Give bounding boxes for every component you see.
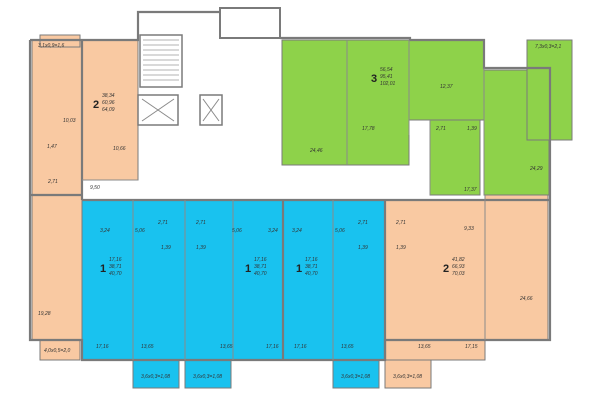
room-label: 3,6x0,3=1,08: [193, 374, 222, 380]
unit-area: 102,01: [380, 81, 396, 87]
room-label: 13,65: [418, 344, 431, 350]
room-label: 1,39: [196, 245, 206, 251]
blue-balcony: [132, 359, 180, 389]
green-room: [281, 39, 348, 166]
room-label: 4,0x0,5=2,0: [44, 348, 70, 354]
room-label: 1,39: [161, 245, 171, 251]
room-labels: 3,1x0,9=1,6 10,03 10,66 1,47 2,71 9,50 1…: [38, 43, 561, 380]
room-label: 1,39: [467, 126, 477, 132]
room-label: 10,03: [63, 118, 76, 124]
green-unit: [281, 39, 573, 196]
room-label: 17,37: [464, 187, 477, 193]
room-label: 2,71: [395, 220, 406, 226]
room-label: 13,65: [220, 344, 233, 350]
room-label: 1,39: [396, 245, 406, 251]
unit-label-blue-c: 1 17,16 38,71 40,70: [296, 257, 318, 277]
unit-rooms: 2: [443, 263, 449, 275]
room-label: 3,1x0,9=1,6: [38, 43, 64, 49]
unit-area: 40,70: [305, 271, 318, 277]
room-label: 2,71: [195, 220, 206, 226]
room-label: 24,29: [529, 166, 543, 172]
unit-rooms: 2: [93, 99, 99, 111]
room-label: 24,66: [519, 296, 533, 302]
room-label: 9,33: [464, 226, 474, 232]
peach-unit-right: [384, 194, 549, 389]
unit-area: 56,54: [380, 67, 393, 73]
peach-room: [31, 39, 83, 196]
blue-balcony: [332, 359, 380, 389]
unit-area: 41,82: [452, 257, 465, 263]
green-room: [408, 39, 485, 121]
room-label: 19,28: [38, 311, 51, 317]
room-label: 3,24: [100, 228, 110, 234]
unit-label-blue-a: 1 17,16 38,71 40,70: [100, 257, 122, 277]
unit-label-green: 3 56,54 95,41 102,01: [371, 67, 396, 87]
room-label: 2,71: [157, 220, 168, 226]
unit-area: 40,70: [254, 271, 267, 277]
unit-label-peach-left: 2 38,34 60,96 64,09: [93, 93, 115, 113]
unit-area: 38,71: [109, 264, 122, 270]
room-label: 9,50: [90, 185, 100, 191]
green-room: [346, 39, 410, 166]
unit-area: 17,16: [109, 257, 122, 263]
room-label: 1,47: [47, 144, 57, 150]
unit-rooms: 1: [296, 263, 302, 275]
green-room: [429, 119, 481, 196]
unit-rooms: 3: [371, 73, 377, 85]
room-label: 17,15: [465, 344, 478, 350]
room-label: 5,06: [335, 228, 345, 234]
unit-rooms: 1: [100, 263, 106, 275]
unit-area: 60,96: [102, 100, 115, 106]
room-label: 2,71: [357, 220, 368, 226]
peach-room: [384, 199, 486, 361]
unit-label-blue-b: 1 17,16 38,71 40,70: [245, 257, 267, 277]
room-label: 5,06: [135, 228, 145, 234]
unit-area: 66,93: [452, 264, 465, 270]
room-label: 3,6x0,3=1,08: [341, 374, 370, 380]
room-label: 17,16: [96, 344, 109, 350]
unit-area: 38,71: [305, 264, 318, 270]
unit-area: 17,16: [254, 257, 267, 263]
room-label: 10,66: [113, 146, 126, 152]
room-label: 17,16: [266, 344, 279, 350]
room-label: 1,39: [358, 245, 368, 251]
peach-room: [484, 194, 549, 341]
room-label: 3,6x0,3=1,08: [141, 374, 170, 380]
room-label: 5,06: [232, 228, 242, 234]
room-label: 3,24: [292, 228, 302, 234]
peach-balcony: [384, 359, 432, 389]
unit-area: 64,09: [102, 107, 115, 113]
room-label: 17,78: [362, 126, 375, 132]
room-label: 3,24: [268, 228, 278, 234]
room-label: 24,46: [309, 148, 323, 154]
room-label: 3,6x0,3=1,08: [393, 374, 422, 380]
unit-area: 17,16: [305, 257, 318, 263]
unit-area: 70,03: [452, 271, 465, 277]
room-label: 2,71: [47, 179, 58, 185]
room-label: 12,37: [440, 84, 453, 90]
room-label: 2,71: [435, 126, 446, 132]
unit-area: 38,71: [254, 264, 267, 270]
room-label: 13,65: [141, 344, 154, 350]
unit-area: 38,34: [102, 93, 115, 99]
stair-core: [137, 7, 281, 126]
peach-room: [81, 39, 139, 181]
room-label: 7,3x0,3=2,1: [535, 44, 561, 50]
unit-label-peach-right: 2 41,82 66,93 70,03: [443, 257, 465, 277]
unit-area: 95,41: [380, 74, 393, 80]
room-label: 13,65: [341, 344, 354, 350]
room-label: 17,16: [294, 344, 307, 350]
unit-rooms: 1: [245, 263, 251, 275]
walls: [28, 10, 552, 362]
peach-room: [31, 194, 83, 341]
unit-area: 40,70: [109, 271, 122, 277]
